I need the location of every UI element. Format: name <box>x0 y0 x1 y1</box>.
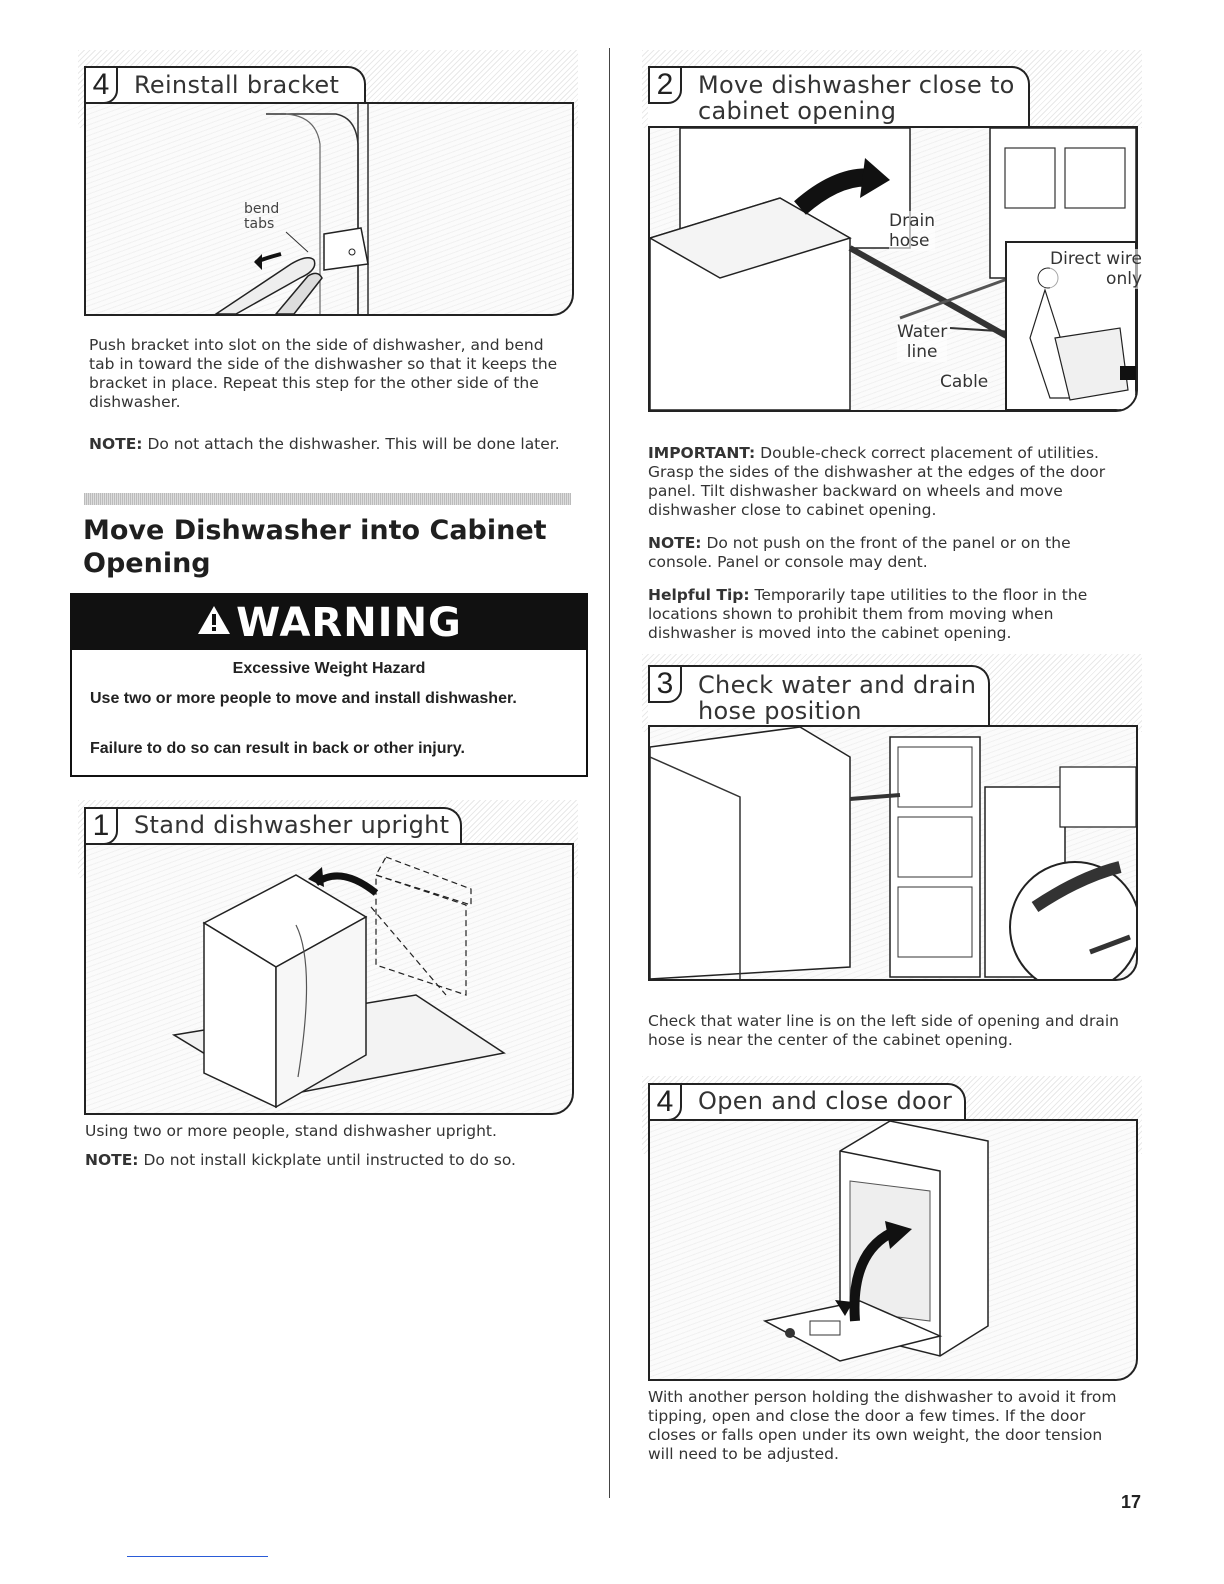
check-hose-illustration <box>648 725 1138 981</box>
door-body-text: With another person holding the dishwash… <box>648 1388 1117 1463</box>
drain-hose-label: Drain hose <box>889 211 935 251</box>
reinstall-step-title: Reinstall bracket <box>134 71 340 99</box>
warning-instruction: Use two or more people to move and insta… <box>90 690 517 707</box>
move-title-tab <box>648 66 1030 128</box>
note-text: Do not push on the front of the panel or… <box>648 534 1071 571</box>
door-title-tab <box>648 1083 966 1121</box>
column-divider <box>609 48 610 1498</box>
warning-box: WARNING Excessive Weight Hazard Use two … <box>70 593 588 777</box>
direct-wire-label: Direct wire only <box>1050 249 1143 289</box>
move-important: IMPORTANT: Double-check correct placemen… <box>648 444 1128 520</box>
reinstall-step-number: 4 <box>84 66 118 104</box>
stand-upright-illustration <box>84 843 574 1115</box>
page-number: 17 <box>1121 1492 1142 1512</box>
cable-label: Cable <box>940 372 989 392</box>
open-close-door-illustration <box>648 1119 1138 1381</box>
move-step-number: 2 <box>648 66 682 104</box>
note-label: NOTE: <box>89 435 143 453</box>
move-helpful-tip: Helpful Tip: Temporarily tape utilities … <box>648 586 1128 643</box>
warning-banner: WARNING <box>72 595 586 650</box>
stand-step-title: Stand dishwasher upright <box>134 811 450 839</box>
warning-triangle-icon <box>198 605 231 634</box>
stand-step-number: 1 <box>84 807 118 845</box>
reinstall-note: NOTE: Do not attach the dishwasher. This… <box>89 435 569 454</box>
tip-text: Temporarily tape utilities to the floor … <box>648 586 1088 642</box>
section-divider <box>84 493 571 505</box>
check-step-number: 3 <box>648 665 682 703</box>
reinstall-body-text: Push bracket into slot on the side of di… <box>89 336 558 411</box>
warning-banner-text: WARNING <box>236 599 462 646</box>
check-title-tab <box>648 665 990 727</box>
note-label: NOTE: <box>85 1151 139 1169</box>
check-step-title: Check water and drain hose position <box>698 671 977 725</box>
tip-label: Helpful Tip: <box>648 586 750 604</box>
important-text: Double-check correct placement of utilit… <box>648 444 1106 519</box>
stand-note: NOTE: Do not install kickplate until ins… <box>85 1151 575 1170</box>
note-label: NOTE: <box>648 534 702 552</box>
water-line-label: Water line <box>897 322 948 362</box>
section-heading: Move Dishwasher into Cabinet Opening <box>83 515 547 579</box>
note-text: Do not install kickplate until instructe… <box>138 1151 516 1169</box>
door-step-title: Open and close door <box>698 1087 953 1115</box>
move-note: NOTE: Do not push on the front of the pa… <box>648 534 1128 572</box>
stand-body-text: Using two or more people, stand dishwash… <box>85 1122 497 1140</box>
important-label: IMPORTANT: <box>648 444 756 462</box>
bend-tabs-callout: bend tabs <box>244 201 280 232</box>
stand-title-tab <box>84 807 462 845</box>
footer-rule <box>127 1556 268 1557</box>
move-step-title: Move dishwasher close to cabinet opening <box>698 71 1015 125</box>
reinstall-title-tab <box>84 66 366 104</box>
warning-hazard: Excessive Weight Hazard <box>232 660 426 677</box>
note-text: Do not attach the dishwasher. This will … <box>142 435 560 453</box>
check-body-text: Check that water line is on the left sid… <box>648 1012 1119 1049</box>
door-step-number: 4 <box>648 1083 682 1121</box>
warning-consequence: Failure to do so can result in back or o… <box>90 740 465 757</box>
reinstall-bracket-illustration <box>84 102 574 316</box>
